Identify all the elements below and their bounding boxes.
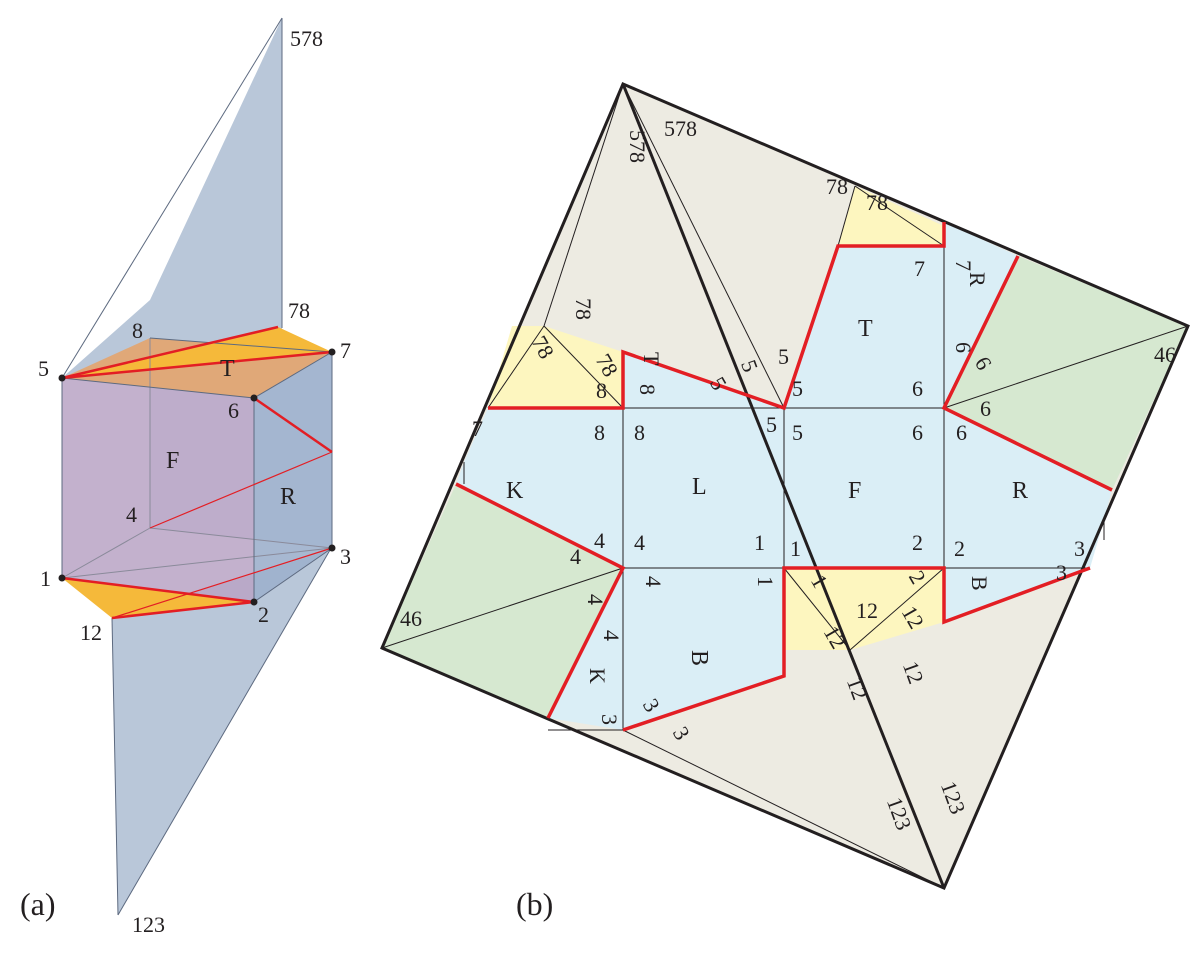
plane-label-123: 123 (132, 912, 165, 937)
label-6: 6 (951, 342, 976, 353)
net-face-T (784, 246, 944, 408)
net-label-B: B (686, 650, 712, 666)
label-K-small: K (585, 668, 610, 684)
net-label-R: R (1012, 478, 1028, 504)
main-diagonal (621, 83, 946, 889)
label-1: 1 (754, 530, 765, 555)
caption-a: (a) (20, 886, 56, 922)
cube-front-face (62, 378, 254, 602)
fold-lines-a (61, 325, 333, 620)
label-578: 578 (664, 116, 697, 141)
net-outline (380, 82, 1190, 890)
cube-edges (61, 17, 333, 916)
bottom-wedge (62, 578, 254, 618)
label-2: 2 (954, 536, 965, 561)
label-4: 4 (570, 544, 581, 569)
yellow-region-top (838, 186, 944, 246)
label-12: 12 (856, 598, 878, 623)
cube-right-face (254, 352, 332, 602)
label-78: 78 (866, 190, 888, 215)
green-region-right (944, 256, 1188, 490)
net-face-F (784, 408, 944, 568)
panel-a: 578 78 8 7 5 6 T F R 4 1 3 2 12 123 (a) (20, 17, 351, 937)
vertex-label-4: 4 (126, 502, 137, 527)
net-face-R (944, 408, 1112, 568)
label-4: 4 (641, 576, 666, 587)
green-region-left (382, 484, 623, 718)
label-8: 8 (635, 384, 660, 395)
face-label-F: F (166, 448, 179, 474)
label-46: 46 (1154, 342, 1176, 367)
plane-578 (62, 18, 282, 378)
label-7: 7 (951, 260, 976, 271)
label-5: 5 (778, 344, 789, 369)
label-4: 4 (634, 530, 645, 555)
net-label-L: L (692, 474, 707, 500)
label-1: 1 (790, 536, 801, 561)
panel-b: T L F R K B 578 578 78 78 78 78 78 46 46… (380, 82, 1190, 922)
net-face-K (456, 408, 623, 568)
label-6: 6 (956, 420, 967, 445)
label-7: 7 (472, 416, 483, 441)
label-T-small: T (639, 352, 664, 366)
label-3: 3 (597, 714, 622, 725)
fold-lines-b (455, 222, 1113, 732)
label-8: 8 (596, 378, 607, 403)
label-5: 5 (792, 376, 803, 401)
vertex-dots (58, 348, 336, 606)
vertex-label-6: 6 (228, 398, 239, 423)
label-5: 5 (766, 412, 777, 437)
vertex-label-1: 1 (40, 566, 51, 591)
label-4: 4 (583, 594, 608, 605)
vertex-label-5: 5 (38, 356, 49, 381)
top-wedge (62, 327, 332, 378)
label-3: 3 (1074, 536, 1085, 561)
label-4: 4 (594, 528, 605, 553)
face-label-R: R (280, 484, 296, 510)
label-46: 46 (400, 606, 422, 631)
net-label-K: K (506, 478, 524, 504)
label-7: 7 (914, 256, 925, 281)
label-R-small: R (965, 272, 990, 287)
net-label-F: F (848, 478, 861, 504)
label-6: 6 (912, 420, 923, 445)
yellow-region-left (488, 326, 623, 408)
vertex-label-8: 8 (132, 318, 143, 343)
label-1: 1 (753, 576, 778, 587)
label-8: 8 (594, 420, 605, 445)
caption-b: (b) (516, 886, 553, 922)
label-3: 3 (1056, 560, 1067, 585)
vertex-label-3: 3 (340, 544, 351, 569)
plane-123 (112, 550, 330, 915)
label-2: 2 (912, 530, 923, 555)
label-6: 6 (912, 376, 923, 401)
edge-label-78: 78 (288, 298, 310, 323)
label-78: 78 (826, 174, 848, 199)
net-face-L (623, 408, 784, 568)
label-78: 78 (571, 298, 596, 320)
vertex-label-7: 7 (340, 338, 351, 363)
label-4: 4 (599, 630, 624, 641)
label-5: 5 (792, 420, 803, 445)
net-face-Rstrip (944, 222, 1018, 408)
face-label-T: T (220, 356, 235, 382)
net-label-T: T (858, 316, 873, 342)
edge-label-12: 12 (80, 620, 102, 645)
label-6: 6 (980, 396, 991, 421)
plane-label-578: 578 (290, 26, 323, 51)
label-578-rot: 578 (625, 130, 650, 163)
vertex-label-2: 2 (258, 602, 269, 627)
label-B-small: B (967, 576, 992, 591)
label-8: 8 (634, 420, 645, 445)
